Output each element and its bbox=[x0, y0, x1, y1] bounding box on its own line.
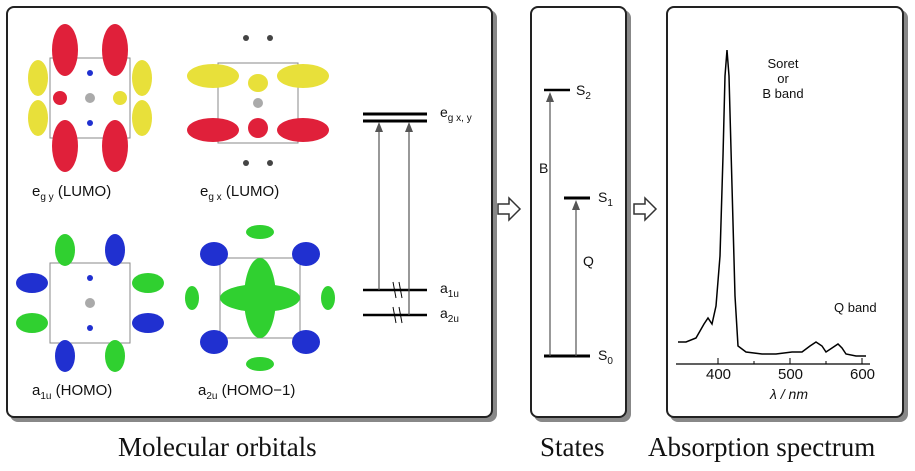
soret-label: Soret or B band bbox=[762, 56, 804, 101]
caption-absorption-spectrum: Absorption spectrum bbox=[648, 432, 876, 462]
tick-400-label: 400 bbox=[706, 366, 732, 383]
orbital-egy-label: eg y (LUMO) bbox=[32, 183, 112, 203]
orbital-a2u-image bbox=[185, 225, 335, 371]
state-s0-label: S0 bbox=[598, 347, 613, 367]
orbital-a1u-image bbox=[16, 234, 164, 372]
state-s2-label: S2 bbox=[576, 82, 591, 102]
x-axis-label: λ / nm bbox=[770, 386, 809, 402]
q-band-label: Q band bbox=[834, 300, 877, 315]
states-panel bbox=[530, 6, 627, 418]
tick-500-label: 500 bbox=[778, 366, 804, 383]
caption-molecular-orbitals: Molecular orbitals bbox=[118, 432, 317, 462]
state-s1-label: S1 bbox=[598, 189, 613, 209]
energy-level-diagram bbox=[363, 112, 427, 324]
hollow-arrow-right-icon bbox=[497, 196, 522, 222]
level-egxy-label: eg x, y bbox=[440, 104, 472, 124]
states-diagram bbox=[544, 88, 590, 358]
transition-b-label: B bbox=[539, 160, 549, 176]
transition-q-label: Q bbox=[583, 253, 594, 269]
absorption-spectrum-plot bbox=[676, 49, 870, 365]
level-a1u-label: a1u bbox=[440, 280, 459, 300]
orbital-egx-label: eg x (LUMO) bbox=[200, 183, 280, 203]
orbitals-panel bbox=[6, 6, 493, 418]
level-a2u-label: a2u bbox=[440, 305, 459, 325]
tick-600-label: 600 bbox=[850, 366, 876, 383]
spectrum-panel bbox=[666, 6, 904, 418]
orbital-a1u-label: a1u (HOMO) bbox=[32, 382, 113, 402]
orbital-egy-image bbox=[28, 24, 152, 172]
orbital-a2u-label: a2u (HOMO−1) bbox=[198, 382, 296, 402]
hollow-arrow-right-icon bbox=[633, 196, 658, 222]
orbital-egx-image bbox=[187, 35, 329, 166]
caption-states: States bbox=[540, 432, 605, 462]
